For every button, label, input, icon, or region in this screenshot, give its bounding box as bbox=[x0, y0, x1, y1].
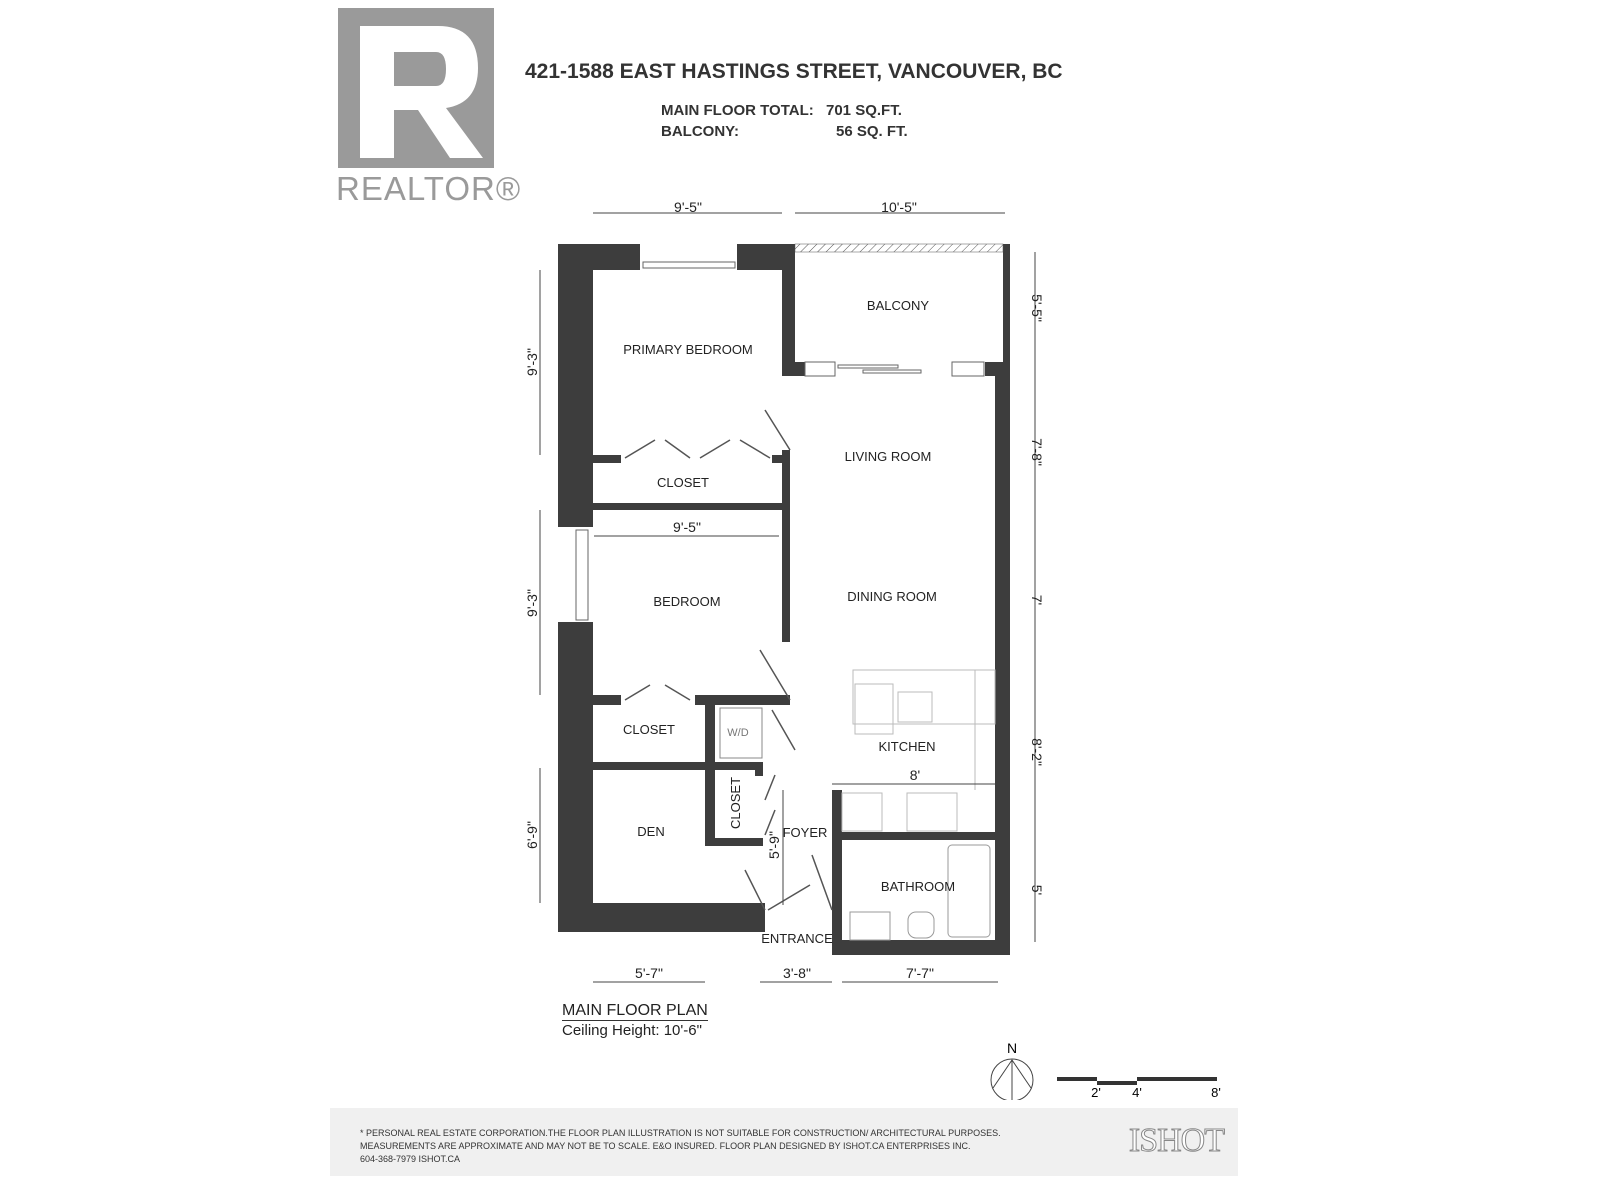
balcony-area-value: 56 SQ. FT. bbox=[836, 123, 908, 140]
compass-icon bbox=[990, 1058, 1034, 1100]
realtor-wordmark: REALTOR® bbox=[336, 170, 522, 207]
scale-tick-8: 8' bbox=[1211, 1085, 1221, 1100]
footer: * PERSONAL REAL ESTATE CORPORATION.THE F… bbox=[330, 1108, 1238, 1176]
dim-bottom-den: 5'-7" bbox=[635, 965, 663, 981]
address-title: 421-1588 EAST HASTINGS STREET, VANCOUVER… bbox=[525, 60, 1063, 83]
scale-tick-4: 4' bbox=[1132, 1085, 1142, 1100]
plan-title: MAIN FLOOR PLAN bbox=[562, 1002, 708, 1021]
dim-left-upper: 9'-3" bbox=[524, 348, 540, 376]
compass-north-label: N bbox=[1007, 1040, 1017, 1056]
footer-disclaimer-1: * PERSONAL REAL ESTATE CORPORATION.THE F… bbox=[360, 1128, 1001, 1138]
dim-right-balcony: 5'-5" bbox=[1029, 294, 1045, 322]
kitchen-fixtures bbox=[719, 669, 996, 832]
dim-bottom-bath: 7'-7" bbox=[906, 965, 934, 981]
room-label-foyer: FOYER bbox=[783, 825, 828, 840]
compass: N bbox=[990, 1040, 1034, 1100]
dim-foyer: 5'-9" bbox=[766, 831, 782, 859]
dim-right-dining: 7' bbox=[1029, 595, 1045, 605]
dim-right-bath: 5' bbox=[1029, 885, 1045, 895]
room-label-bedroom: BEDROOM bbox=[653, 594, 720, 609]
walls bbox=[558, 244, 1010, 955]
dim-right-kitchen: 8'-2" bbox=[1029, 738, 1045, 766]
dim-right-living: 7'-8" bbox=[1029, 438, 1045, 466]
scale-bar: 2' 4' 8' bbox=[1057, 1077, 1221, 1100]
room-label-closet-bedroom: CLOSET bbox=[623, 722, 675, 737]
realtor-logo bbox=[338, 8, 494, 168]
dim-kitchen-width: 8' bbox=[910, 767, 920, 783]
balcony-railing bbox=[794, 243, 1004, 253]
doors bbox=[624, 409, 833, 911]
balcony-area-label: BALCONY: bbox=[661, 123, 740, 140]
bathroom-fixtures bbox=[849, 844, 991, 941]
ishot-logo: ISHOT bbox=[1128, 1122, 1225, 1160]
footer-contact: 604-368-7979 ISHOT.CA bbox=[360, 1154, 461, 1164]
floor-plan: PRIMARY BEDROOM BALCONY LIVING ROOM CLOS… bbox=[524, 199, 1221, 1100]
footer-disclaimer-2: MEASUREMENTS ARE APPROXIMATE AND MAY NOT… bbox=[360, 1141, 971, 1151]
dim-top-left: 9'-5" bbox=[674, 199, 702, 215]
dimension-lines bbox=[539, 212, 1036, 983]
dim-bedroom-width: 9'-5" bbox=[673, 519, 701, 535]
wd-label: W/D bbox=[727, 727, 748, 739]
room-label-closet-primary: CLOSET bbox=[657, 475, 709, 490]
room-label-entrance: ENTRANCE bbox=[761, 931, 833, 946]
dim-left-middle: 9'-3" bbox=[524, 589, 540, 617]
scale-tick-2: 2' bbox=[1091, 1085, 1101, 1100]
room-label-balcony: BALCONY bbox=[867, 298, 929, 313]
room-label-dining-room: DINING ROOM bbox=[847, 589, 937, 604]
ceiling-height: Ceiling Height: 10'-6" bbox=[562, 1022, 702, 1039]
room-label-living-room: LIVING ROOM bbox=[845, 449, 932, 464]
main-floor-label: MAIN FLOOR TOTAL: bbox=[661, 102, 814, 119]
dim-bottom-entrance: 3'-8" bbox=[783, 965, 811, 981]
room-label-bathroom: BATHROOM bbox=[881, 879, 955, 894]
windows bbox=[575, 261, 985, 621]
room-label-primary-bedroom: PRIMARY BEDROOM bbox=[623, 342, 753, 357]
room-label-closet-foyer: CLOSET bbox=[728, 777, 743, 829]
room-label-kitchen: KITCHEN bbox=[878, 739, 935, 754]
dim-left-lower: 6'-9" bbox=[524, 821, 540, 849]
main-floor-value: 701 SQ.FT. bbox=[826, 102, 902, 119]
realtor-r-icon bbox=[360, 26, 483, 158]
dim-top-right: 10'-5" bbox=[881, 199, 917, 215]
room-label-den: DEN bbox=[637, 824, 664, 839]
